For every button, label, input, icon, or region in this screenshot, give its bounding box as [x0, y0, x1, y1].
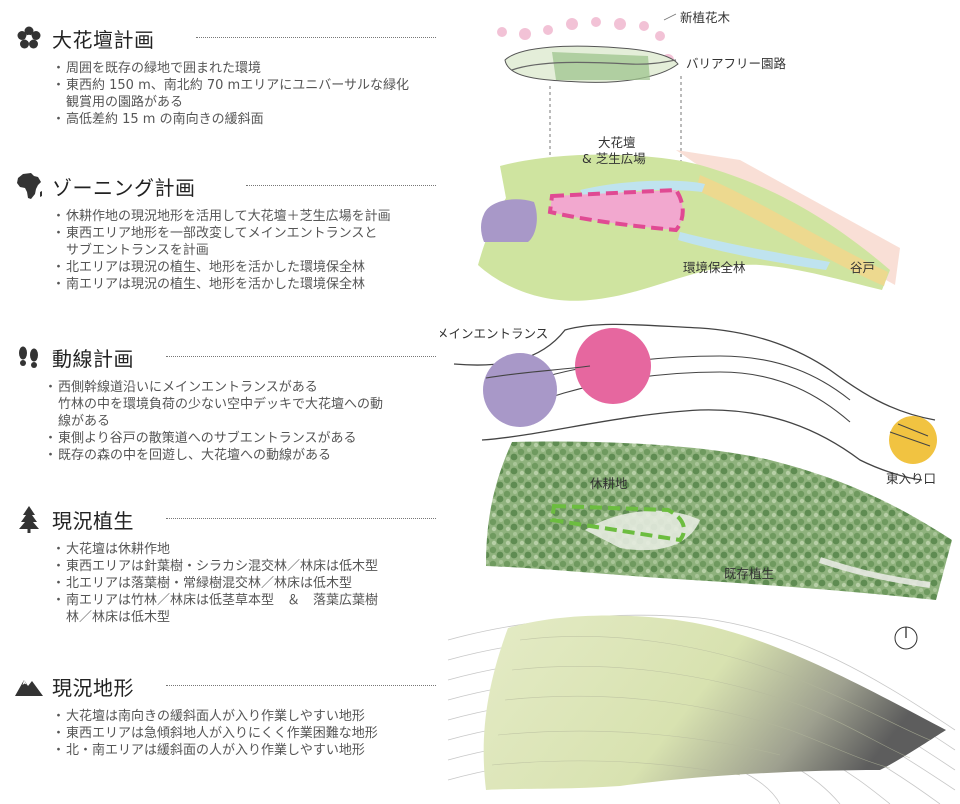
bullet-list: 周囲を既存の緑地で囲まれた環境 東西約 150 m、南北約 70 mエリアにユニ… — [52, 60, 409, 128]
bullet-item: 東西約 150 m、南北約 70 mエリアにユニバーサルな緑化 観賞用の園路があ… — [52, 77, 409, 111]
footprints-icon — [19, 346, 38, 368]
flowerbed-circle — [575, 328, 651, 404]
dotted-divider — [196, 37, 436, 38]
dotted-divider — [166, 518, 436, 519]
section-title: 大花壇計画 — [52, 27, 155, 52]
fallow-land-dashed — [549, 503, 686, 543]
north-arrow — [894, 626, 918, 650]
mountain-icon — [15, 680, 43, 696]
layer-zoning-plan: 大花壇 & 芝生広場 環境保全林 谷戸 — [478, 135, 900, 301]
flower-icon — [17, 26, 41, 49]
bullet-item: 東西エリアは針葉樹・シラカシ混交林／林床は低木型 — [52, 558, 378, 575]
label-barrier-free-path: バリアフリー園路 — [686, 56, 787, 71]
label-fallow-land: 休耕地 — [590, 476, 628, 491]
section-title: 現況地形 — [52, 675, 134, 700]
bullet-item: 周囲を既存の緑地で囲まれた環境 — [52, 60, 409, 77]
africa-map-icon — [17, 173, 42, 199]
barrier-free-path — [511, 59, 677, 71]
layer-circulation-plan: メインエントランス 東入り口 — [440, 323, 937, 486]
bullet-item: 南エリアは現況の植生、地形を活かした環境保全林 — [52, 276, 391, 293]
label-existing-vegetation: 既存植生 — [724, 566, 774, 581]
main-entrance-circle — [483, 353, 557, 427]
dotted-divider — [166, 685, 436, 686]
bullet-item: 大花壇は休耕作地 — [52, 541, 378, 558]
bullet-item: 既存の森の中を回遊し、大花壇への動線がある — [44, 447, 383, 464]
label-lawn-plaza: & 芝生広場 — [582, 151, 646, 166]
leader-line — [663, 13, 677, 21]
layer-terrain — [447, 614, 956, 804]
section-title: 動線計画 — [52, 346, 134, 371]
bullet-item: 高低差約 15 m の南向きの緩斜面 — [52, 111, 409, 128]
green-zone — [478, 154, 890, 301]
bullet-list: 大花壇は休耕作地 東西エリアは針葉樹・シラカシ混交林／林床は低木型 北エリアは落… — [52, 541, 378, 626]
forest-canopy — [486, 441, 952, 600]
purple-zone — [481, 199, 537, 242]
section-title: ゾーニング計画 — [52, 175, 196, 200]
label-conservation-forest: 環境保全林 — [683, 260, 746, 275]
bullet-item: 北エリアは現況の植生、地形を活かした環境保全林 — [52, 259, 391, 276]
layer-vegetation: 休耕地 既存植生 — [486, 441, 952, 600]
dotted-divider — [166, 356, 436, 357]
bullet-item: 大花壇は南向きの緩斜面人が入り作業しやすい地形 — [52, 708, 378, 725]
section-title: 現況植生 — [52, 508, 134, 533]
bullet-item: 西側幹線道沿いにメインエントランスがある 竹林の中を環境負荷の少ない空中デッキで… — [44, 379, 383, 430]
dotted-divider — [246, 185, 436, 186]
bullet-item: 北・南エリアは緩斜面の人が入り作業しやすい地形 — [52, 742, 378, 759]
bullet-list: 休耕作地の現況地形を活用して大花壇＋芝生広場を計画 東西エリア地形を一部改変して… — [52, 208, 391, 293]
water-channel — [580, 180, 830, 270]
bullet-item: 休耕作地の現況地形を活用して大花壇＋芝生広場を計画 — [52, 208, 391, 225]
bullet-item: 北エリアは落葉樹・常緑樹混交林／林床は低木型 — [52, 575, 378, 592]
bullet-list: 大花壇は南向きの緩斜面人が入り作業しやすい地形 東西エリアは急傾斜地人が入りにく… — [52, 708, 378, 759]
layered-site-diagram: 新植花木 バリアフリー園路 大花壇 & 芝生広場 環境保全林 谷戸 メインエント… — [440, 10, 956, 804]
bullet-item: 東西エリア地形を一部改変してメインエントランスと サブエントランスを計画 — [52, 225, 391, 259]
layer-flowerbed-plan: 新植花木 バリアフリー園路 — [497, 10, 787, 198]
bullet-list: 西側幹線道沿いにメインエントランスがある 竹林の中を環境負荷の少ない空中デッキで… — [44, 379, 383, 464]
tree-icon — [19, 506, 39, 533]
bullet-item: 東側より谷戸の散策道へのサブエントランスがある — [44, 430, 383, 447]
sand-path — [696, 175, 888, 286]
label-east-entrance: 東入り口 — [886, 471, 936, 486]
label-valley: 谷戸 — [850, 260, 875, 275]
label-flowerbed: 大花壇 — [598, 135, 636, 150]
site-boundary — [453, 323, 936, 421]
bullet-item: 南エリアは竹林／林床は低茎草本型 ＆ 落葉広葉樹 林／林床は低木型 — [52, 592, 378, 626]
flowerbed-dashed-zone — [547, 187, 685, 233]
label-new-flowers: 新植花木 — [680, 10, 731, 25]
label-main-entrance: メインエントランス — [440, 326, 548, 341]
bullet-item: 東西エリアは急傾斜地人が入りにくく作業困難な地形 — [52, 725, 378, 742]
